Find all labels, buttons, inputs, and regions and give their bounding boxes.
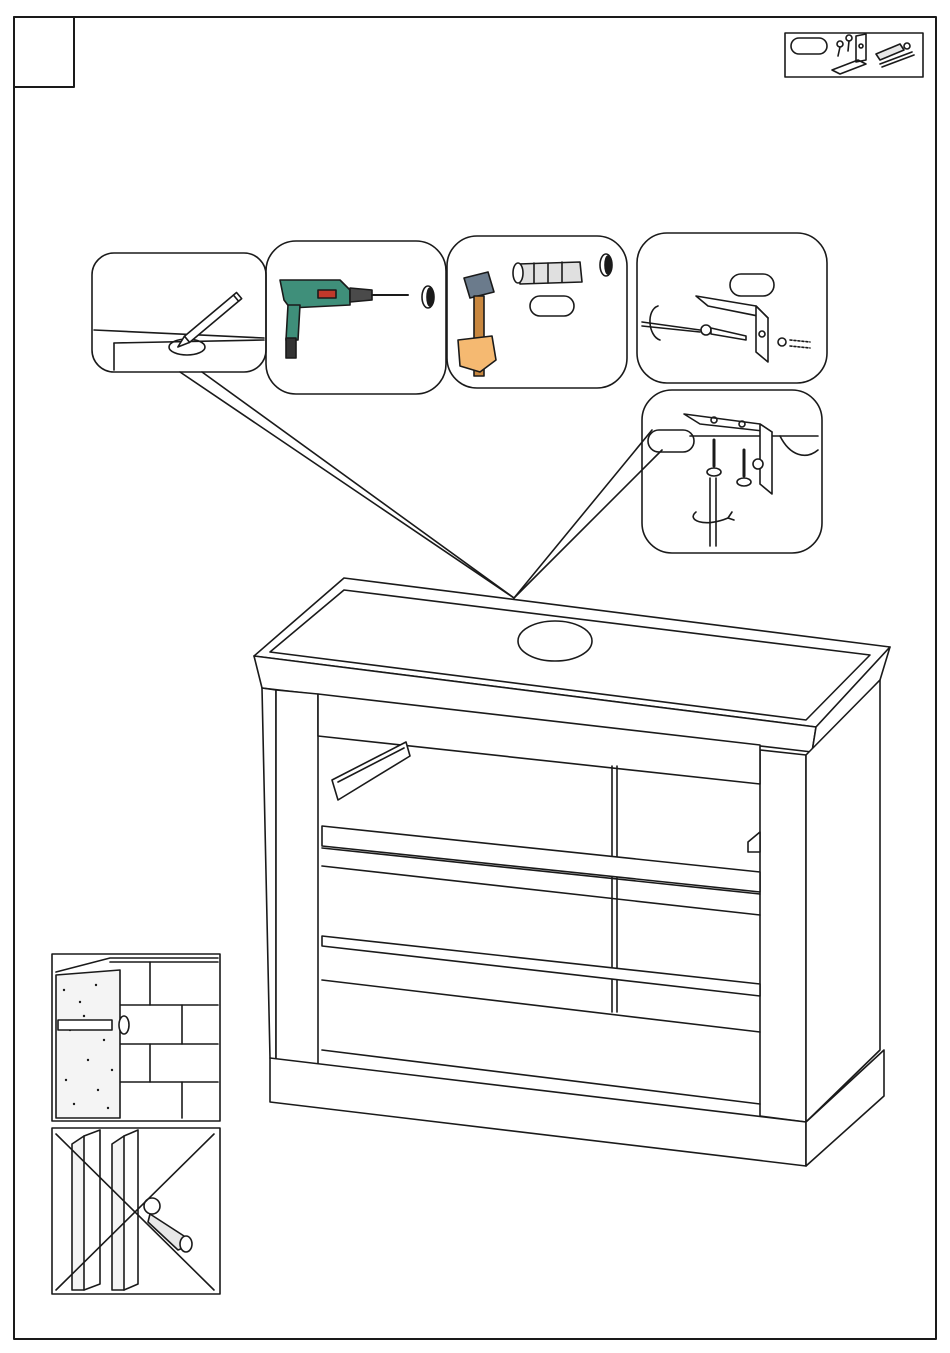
quantity-badge: [791, 38, 827, 54]
cabinet-plinth: [270, 1058, 806, 1166]
quantity-badge: [530, 296, 574, 316]
screw-icon: [707, 440, 751, 486]
solid-wall-panel: [52, 954, 220, 1121]
quantity-badge: [648, 430, 694, 452]
hollow-wall-panel: [52, 1128, 220, 1294]
callout-drill-hole: [266, 241, 446, 394]
hammer-icon: [458, 272, 496, 376]
wall-plug-icon: [513, 262, 582, 284]
mounting-bracket-icon: [684, 414, 772, 494]
callout-screw-bracket-to-cabinet: [642, 390, 822, 553]
step-number: [16, 18, 74, 86]
callout-mark-position: [92, 253, 266, 372]
mounting-bracket-icon: [832, 34, 866, 74]
wall-plug-icon: [876, 43, 914, 67]
callout-insert-wall-plug: [447, 236, 627, 388]
brick-wall-icon: [56, 958, 218, 1118]
callout-screw-bracket-to-wall: [637, 233, 827, 383]
quantity-badge: [730, 274, 774, 296]
mark-circle: [518, 621, 592, 661]
screw-icon: [701, 325, 746, 340]
screwdriver-icon: [693, 478, 734, 546]
screwdriver-icon: [642, 306, 700, 340]
drill-icon: [280, 280, 408, 358]
leader-lines: [180, 372, 662, 598]
screw-icon: [837, 35, 852, 56]
wall-plug-icon: [778, 338, 810, 348]
tv-cabinet: [254, 578, 890, 1166]
hardware-box: [785, 33, 923, 77]
